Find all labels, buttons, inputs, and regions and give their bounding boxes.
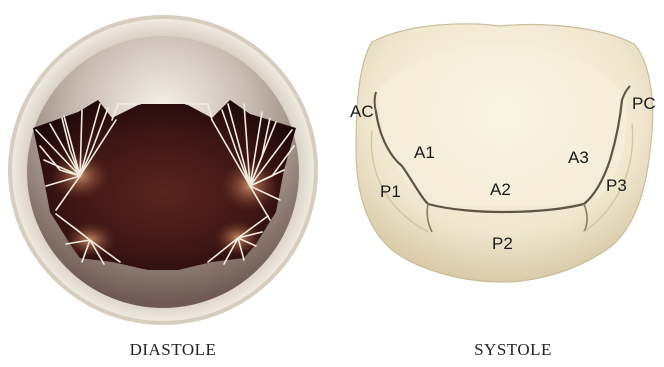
label-ac: AC	[350, 102, 374, 121]
systole-valve: AC PC A1 A2 A3 P1 P2 P3	[350, 24, 656, 282]
label-a3: A3	[568, 148, 589, 167]
label-a2: A2	[490, 180, 511, 199]
label-p2: P2	[492, 234, 513, 253]
label-p3: P3	[606, 176, 627, 195]
caption-diastole: DIASTOLE	[73, 340, 273, 360]
label-a1: A1	[414, 143, 435, 162]
label-pc: PC	[632, 94, 656, 113]
label-p1: P1	[380, 182, 401, 201]
diastole-valve	[8, 15, 318, 325]
caption-systole: SYSTOLE	[413, 340, 613, 360]
